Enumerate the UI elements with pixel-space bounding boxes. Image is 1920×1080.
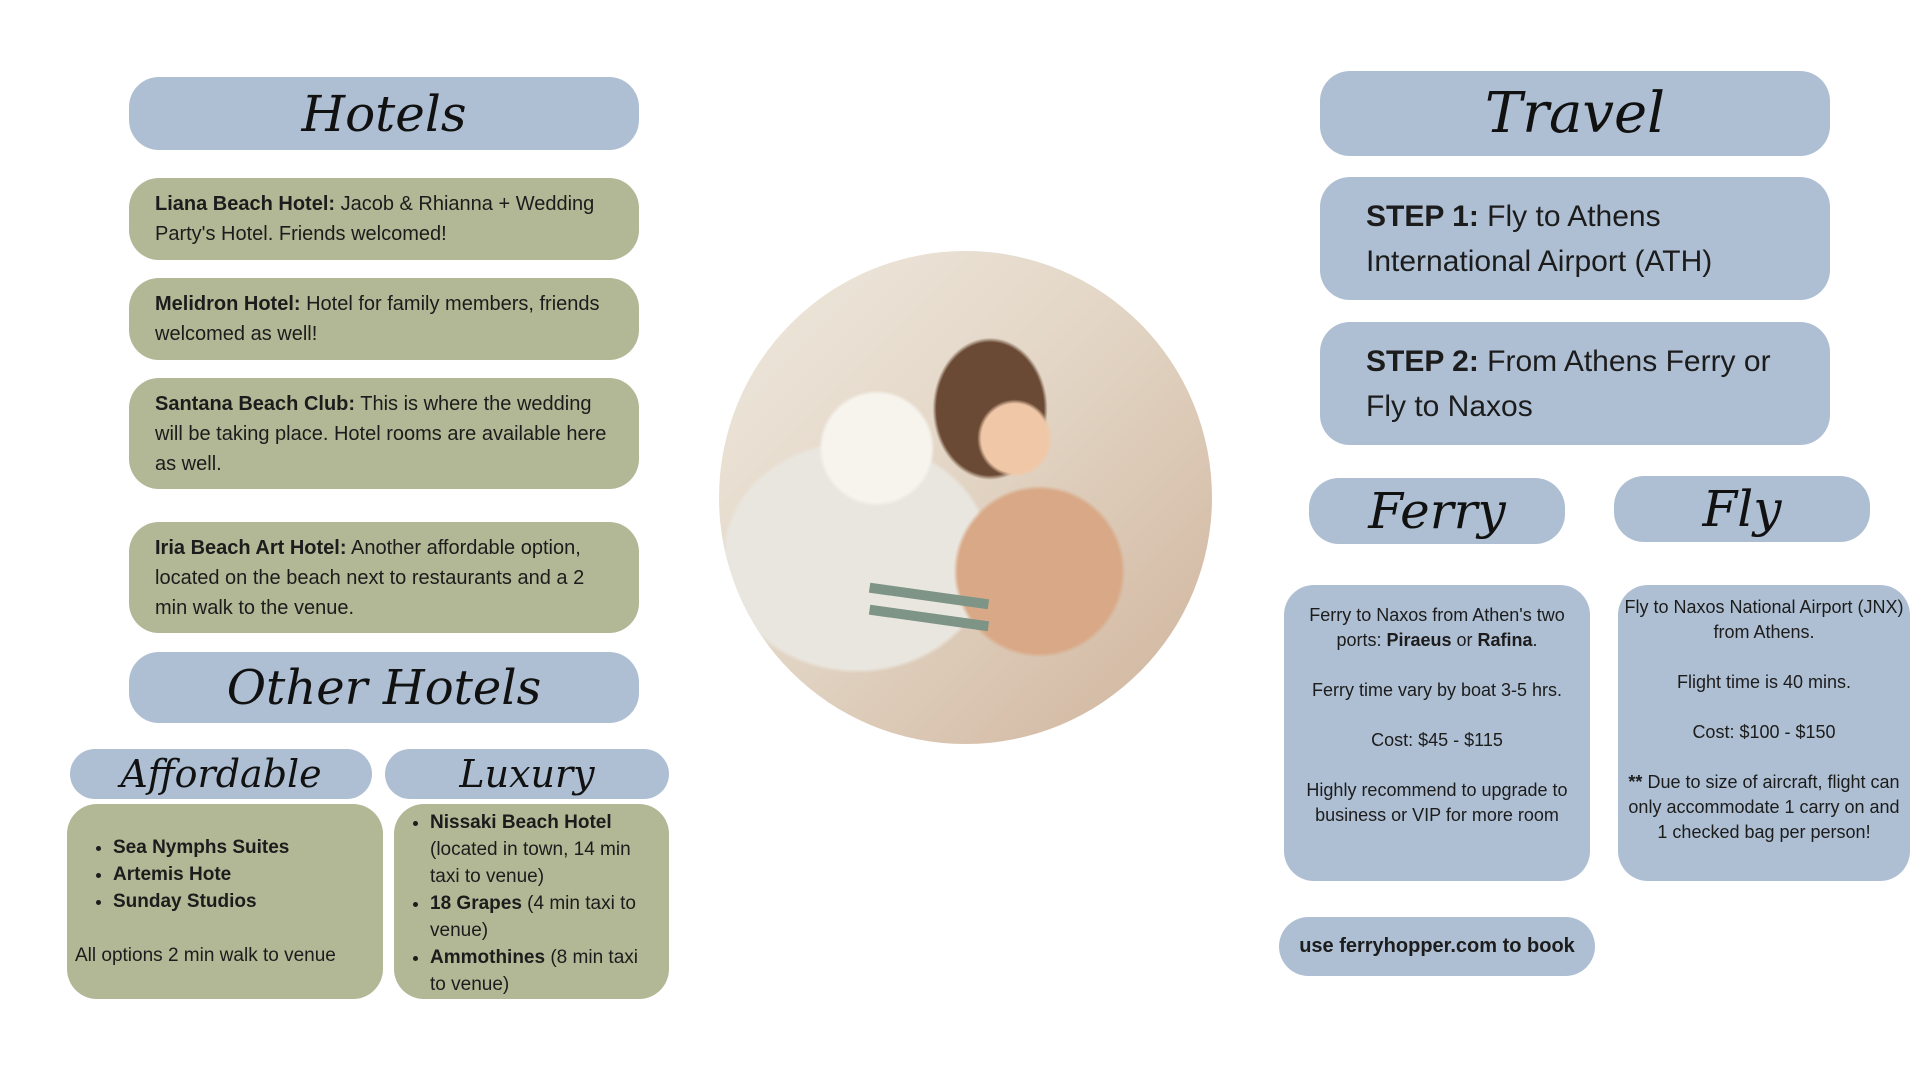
travel-heading: Travel — [1320, 71, 1830, 156]
hotel-card-santana: Santana Beach Club: This is where the we… — [129, 378, 639, 489]
hotel-name: Melidron Hotel: — [155, 293, 301, 315]
list-item: 18 Grapes (4 min taxi to venue) — [430, 890, 659, 944]
hotel-desc: This is where the wedding will be taking… — [155, 392, 607, 475]
list-item: Sunday Studios — [113, 888, 375, 915]
fly-title: Fly — [1702, 480, 1782, 538]
ferry-title: Ferry — [1368, 482, 1506, 540]
luxury-list: Nissaki Beach Hotel (located in town, 14… — [400, 809, 659, 998]
list-item: Ammothines (8 min taxi to venue) — [430, 944, 659, 998]
hotel-name: Liana Beach Hotel: — [155, 193, 336, 215]
hotel-desc: Another affordable option, located on th… — [155, 536, 585, 619]
fly-heading: Fly — [1614, 476, 1870, 542]
hotels-title: Hotels — [301, 84, 467, 143]
fly-baggage-note: ** Due to size of aircraft, flight can o… — [1628, 772, 1900, 842]
hotel-desc: Hotel for family members, friends welcom… — [155, 293, 600, 345]
step-1-card: STEP 1: Fly to Athens International Airp… — [1320, 177, 1830, 300]
luxury-heading: Luxury — [385, 749, 669, 799]
step-2-label: STEP 2: — [1366, 344, 1479, 378]
hotel-card-melidron: Melidron Hotel: Hotel for family members… — [129, 278, 639, 360]
couple-photo — [719, 251, 1212, 744]
hotels-heading: Hotels — [129, 77, 639, 150]
step-1-label: STEP 1: — [1366, 199, 1479, 233]
affordable-note: All options 2 min walk to venue — [75, 945, 336, 966]
booking-label: use ferryhopper.com to book — [1299, 935, 1575, 957]
affordable-card: Sea Nymphs Suites Artemis Hote Sunday St… — [67, 804, 383, 999]
list-item: Nissaki Beach Hotel (located in town, 14… — [430, 809, 659, 890]
list-item: Sea Nymphs Suites — [113, 834, 375, 861]
affordable-heading: Affordable — [70, 749, 372, 799]
ferry-recommendation: Highly recommend to upgrade to business … — [1306, 780, 1568, 825]
fly-time: Flight time is 40 mins. — [1676, 672, 1852, 692]
luxury-title: Luxury — [459, 752, 595, 796]
fly-cost: Cost: $100 - $150 — [1692, 722, 1836, 742]
hotel-desc: Jacob & Rhianna + Wedding Party's Hotel.… — [155, 193, 595, 245]
step-2-card: STEP 2: From Athens Ferry or Fly to Naxo… — [1320, 322, 1830, 445]
fly-info-card: Fly to Naxos National Airport (JNX) from… — [1618, 585, 1910, 881]
ferry-info-card: Ferry to Naxos from Athen's two ports: P… — [1284, 585, 1590, 881]
affordable-title: Affordable — [120, 752, 322, 796]
hotel-card-liana: Liana Beach Hotel: Jacob & Rhianna + Wed… — [129, 178, 639, 260]
list-item: Artemis Hote — [113, 861, 375, 888]
step-2-text: From Athens Ferry or Fly to Naxos — [1366, 344, 1771, 423]
ferry-time: Ferry time vary by boat 3-5 hrs. — [1311, 680, 1563, 700]
other-hotels-title: Other Hotels — [226, 659, 542, 716]
affordable-list: Sea Nymphs Suites Artemis Hote Sunday St… — [75, 834, 375, 915]
hotel-card-iria: Iria Beach Art Hotel: Another affordable… — [129, 522, 639, 633]
fly-airport: Fly to Naxos National Airport (JNX) from… — [1624, 597, 1904, 642]
luxury-card: Nissaki Beach Hotel (located in town, 14… — [394, 804, 669, 999]
hotel-name: Santana Beach Club: — [155, 392, 356, 415]
step-1-text: Fly to Athens International Airport (ATH… — [1366, 199, 1713, 278]
travel-title: Travel — [1484, 81, 1666, 146]
ferry-heading: Ferry — [1309, 478, 1565, 544]
other-hotels-heading: Other Hotels — [129, 652, 639, 723]
ferryhopper-link[interactable]: use ferryhopper.com to book — [1279, 917, 1595, 976]
ferry-ports: Ferry to Naxos from Athen's two ports: P… — [1309, 605, 1565, 650]
hotel-name: Iria Beach Art Hotel: — [155, 536, 347, 559]
ferry-cost: Cost: $45 - $115 — [1371, 730, 1503, 750]
